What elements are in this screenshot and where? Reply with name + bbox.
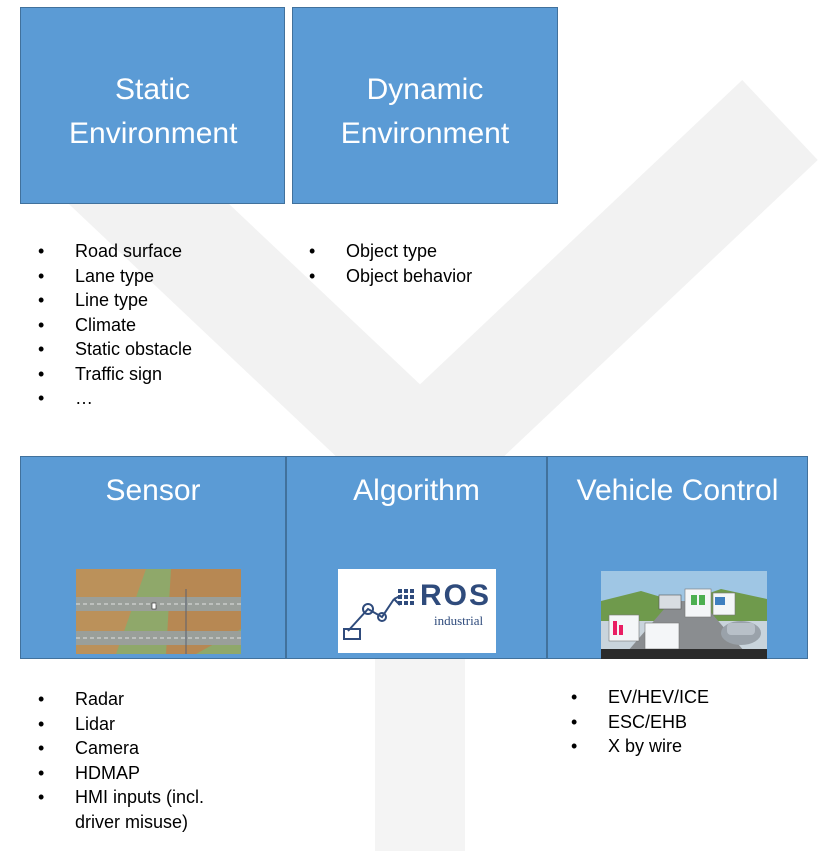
list-item: Lidar (30, 712, 260, 737)
sensor-road-image (76, 569, 241, 654)
algorithm-box: Algorithm ROS industrial (286, 456, 547, 659)
list-item: EV/HEV/ICE (563, 685, 709, 710)
list-item: HMI inputs (incl. driver misuse) (30, 785, 235, 834)
vehicle-control-title: Vehicle Control (576, 474, 779, 507)
list-item: ESC/EHB (563, 710, 709, 735)
algorithm-title: Algorithm (353, 474, 480, 507)
list-item: Static obstacle (30, 337, 192, 362)
vehicle-simulation-image (601, 571, 767, 659)
sensor-list: Radar Lidar Camera HDMAP HMI inputs (inc… (30, 687, 260, 834)
sensor-box: Sensor (20, 456, 286, 659)
dynamic-environment-title: Dynamic Environment (340, 73, 510, 150)
list-item: HDMAP (30, 761, 260, 786)
dynamic-environment-box: Dynamic Environment (292, 7, 558, 204)
list-item: Camera (30, 736, 260, 761)
vehicle-control-list: EV/HEV/ICE ESC/EHB X by wire (563, 685, 709, 759)
list-item: Road surface (30, 239, 192, 264)
list-item: Lane type (30, 264, 192, 289)
ros-industrial-logo: ROS industrial (338, 569, 496, 653)
list-item: Climate (30, 313, 192, 338)
list-item: Object behavior (301, 264, 472, 289)
list-item: Traffic sign (30, 362, 192, 387)
list-item: … (30, 386, 192, 411)
list-item: Line type (30, 288, 192, 313)
list-item: X by wire (563, 734, 709, 759)
vehicle-control-box: Vehicle Control (547, 456, 808, 659)
ros-logo-subtext: industrial (434, 613, 484, 628)
dynamic-environment-list: Object type Object behavior (301, 239, 472, 288)
static-environment-list: Road surface Lane type Line type Climate… (30, 239, 192, 411)
list-item: Radar (30, 687, 260, 712)
list-item: Object type (301, 239, 472, 264)
sensor-title: Sensor (105, 474, 201, 507)
static-environment-box: Static Environment (20, 7, 285, 204)
ros-logo-text: ROS (420, 579, 492, 612)
static-environment-title: Static Environment (69, 73, 238, 150)
